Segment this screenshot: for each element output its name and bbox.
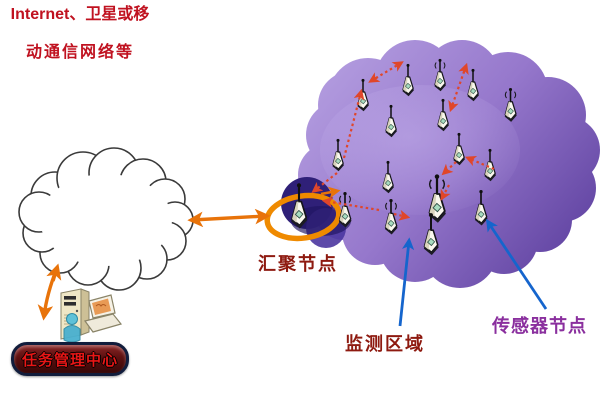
monitor-area-label: 监测区域 — [345, 334, 425, 354]
internet-cloud-shape — [18, 147, 194, 291]
sensor-node-icon — [463, 68, 483, 107]
task-center-badge: 任务管理中心 — [11, 342, 129, 376]
sink-node-label: 汇聚节点 — [258, 254, 338, 274]
task-center-label: 任务管理中心 — [21, 351, 118, 369]
sensor-node-icon — [433, 98, 453, 137]
sink-node-icon — [285, 182, 313, 235]
sensor-node-icon — [449, 132, 469, 171]
internet-cloud-label: Internet、卫星或移 动通信网络等 — [0, 0, 160, 62]
internet-cloud-label-line2: 动通信网络等 — [25, 44, 134, 61]
sensor-node-label: 传感器节点 — [492, 316, 587, 336]
sensor-node-icon — [470, 189, 492, 231]
sensor-node-icon — [328, 138, 348, 177]
computer-workstation-icon — [45, 283, 125, 352]
sensor-node-icon — [380, 198, 402, 240]
sensor-node-icon — [398, 63, 418, 102]
sensor-node-icon — [500, 87, 521, 128]
internet-cloud-label-line1: Internet、卫星或移 — [10, 6, 150, 23]
sensor-node-icon — [430, 58, 450, 97]
sensor-node-icon — [480, 148, 500, 187]
sensor-node-icon — [378, 160, 398, 199]
sensor-node-icon — [381, 104, 401, 143]
sensor-node-icon — [418, 212, 444, 261]
